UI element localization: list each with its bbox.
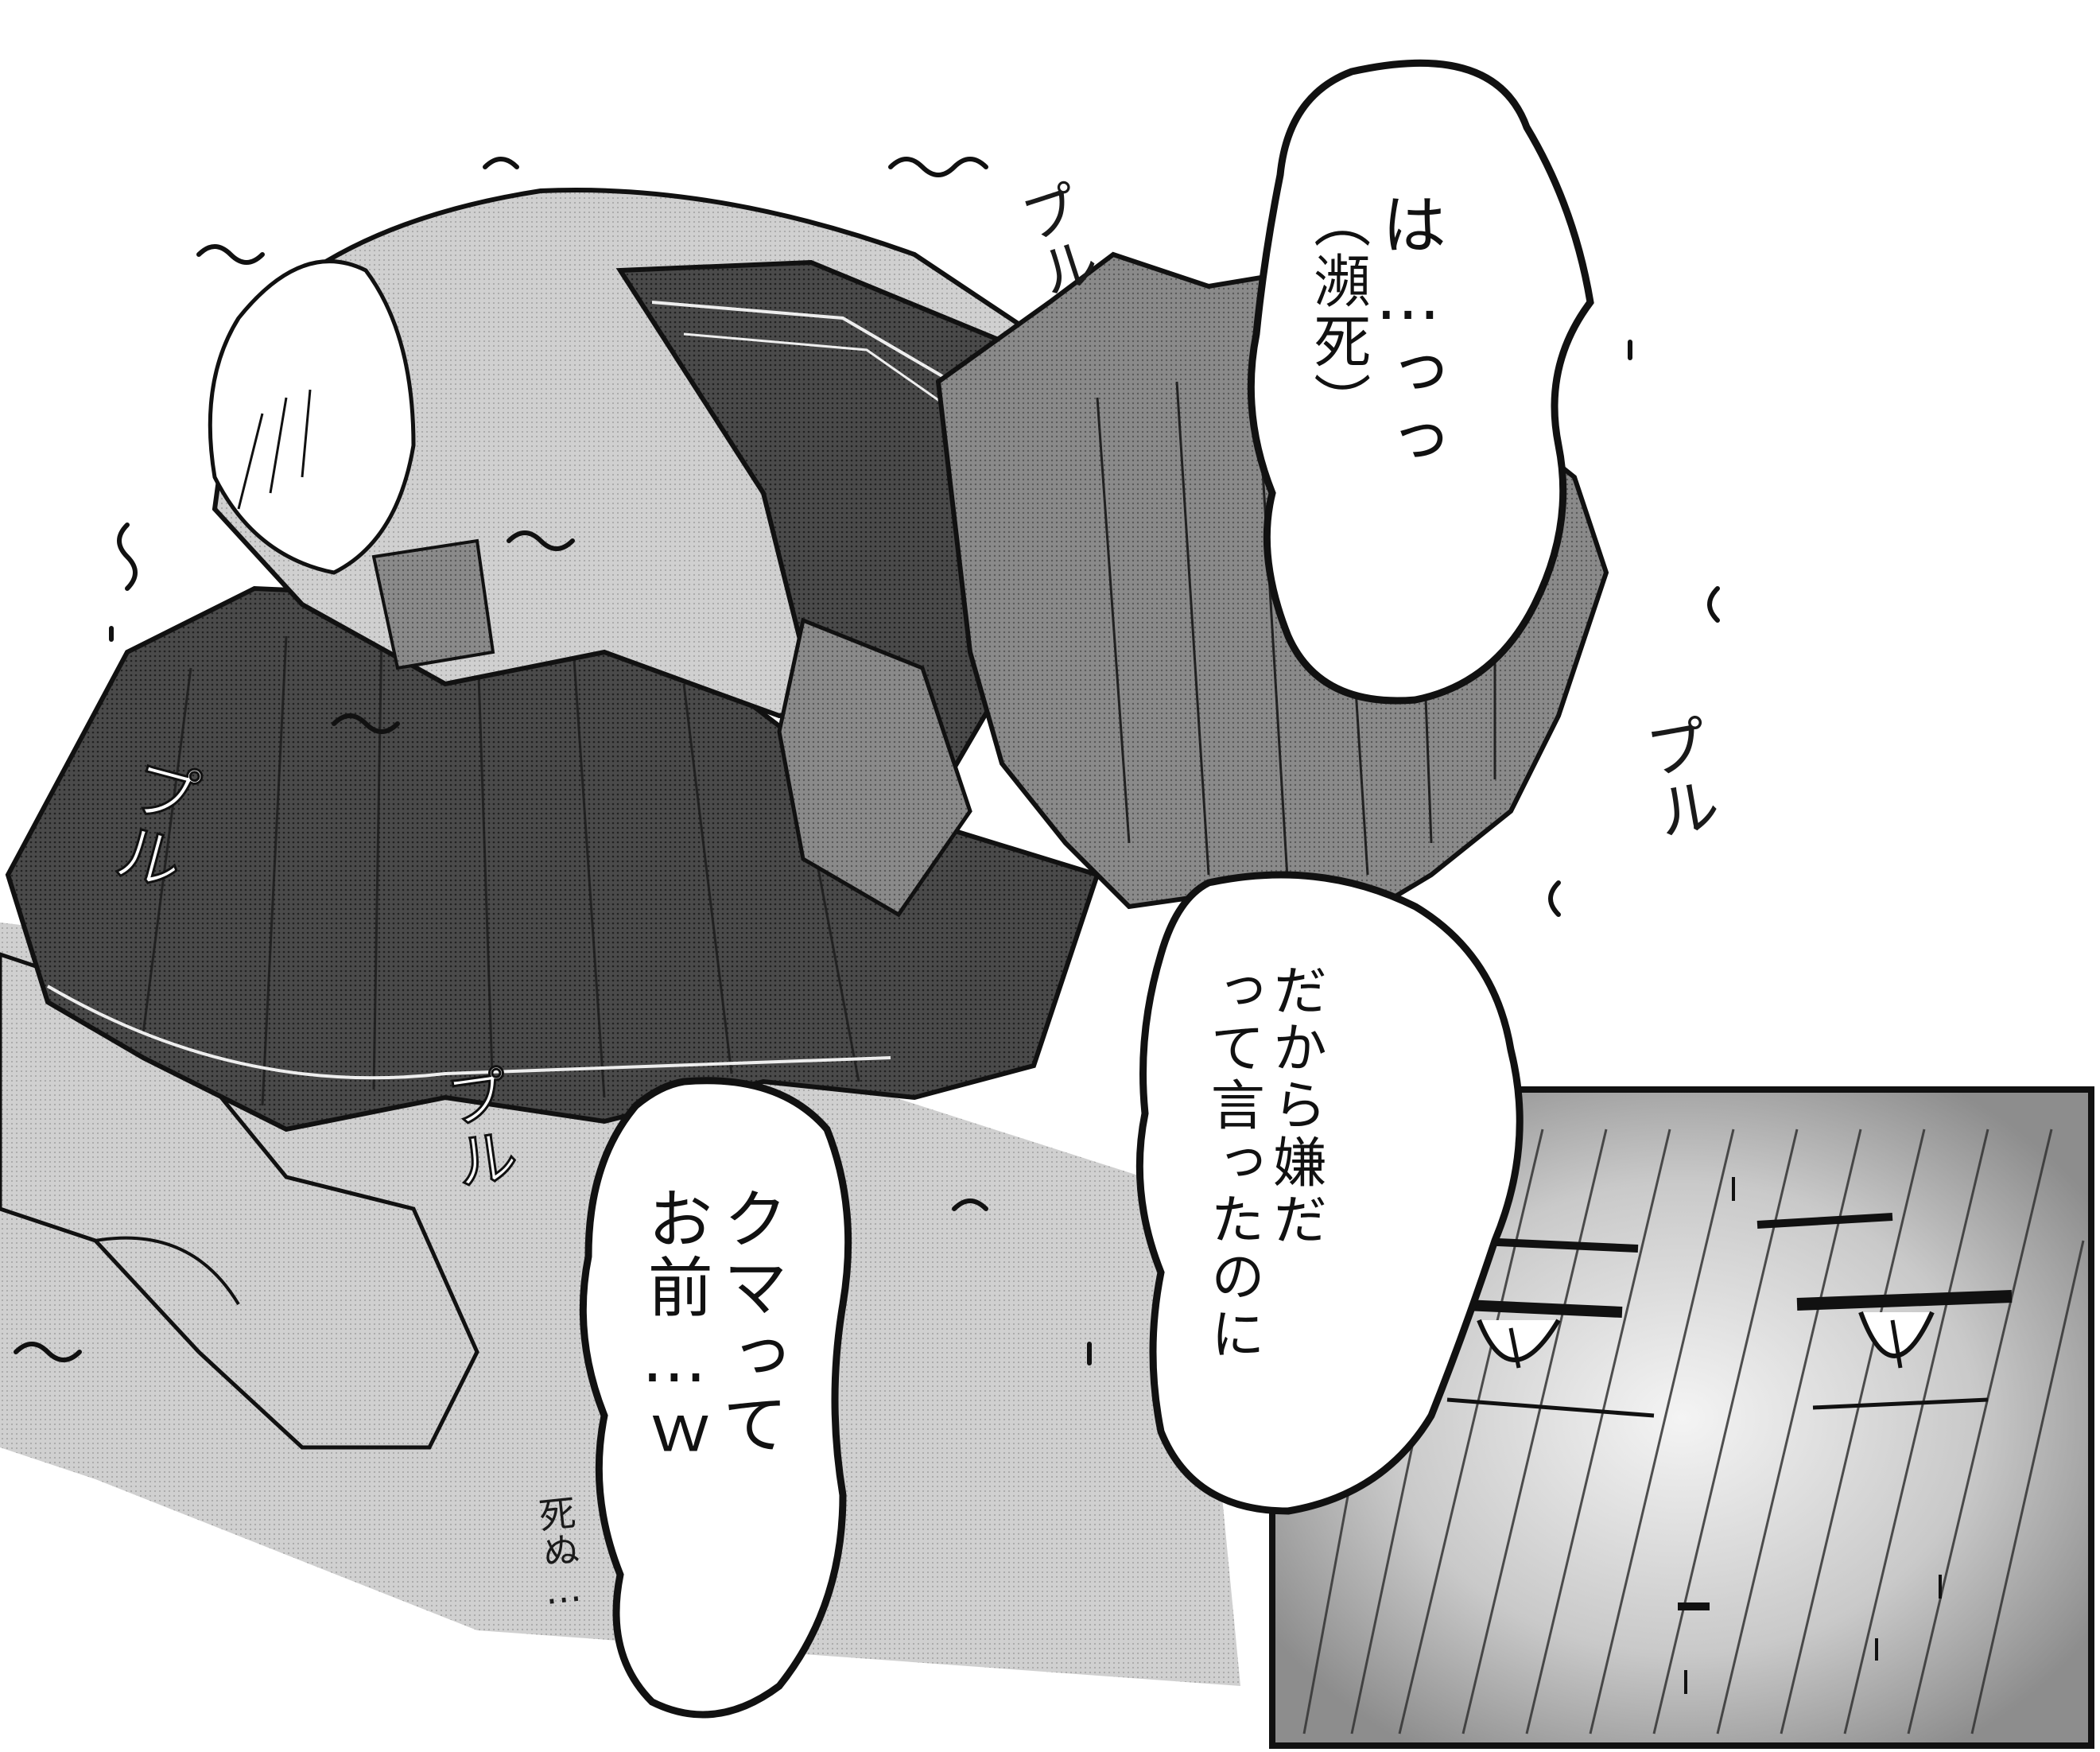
bubble-bottom-left-shape xyxy=(579,1077,852,1719)
bubble-top-right-line-1: は…っっ xyxy=(1370,191,1446,475)
bubble-bottom-left-line-1: クマって xyxy=(711,1185,787,1459)
bubble-middle-shape xyxy=(1135,871,1524,1515)
sfx-whisper: 死ぬ… xyxy=(531,1493,587,1614)
scarf xyxy=(777,617,972,918)
bubble-middle-line-2: って言ったのに xyxy=(1201,962,1264,1363)
tremble-lines xyxy=(14,157,1720,1365)
bubble-top-right: は…っっ （瀕死） xyxy=(1303,191,1446,668)
bubble-bottom-left: クマって お前…ｗ xyxy=(636,1185,786,1614)
arm xyxy=(208,259,416,575)
bubble-top-right-line-2: （瀕死） xyxy=(1303,191,1371,433)
bubble-middle-line-1: だから嫌だ xyxy=(1263,962,1326,1249)
legs xyxy=(0,952,479,1450)
sfx-pulu-4: プル xyxy=(431,1060,522,1195)
bubble-bottom-left-line-2: お前…ｗ xyxy=(636,1185,712,1469)
bubble-top-right-shape xyxy=(1247,59,1594,705)
bubble-middle: だから嫌だ って言ったのに xyxy=(1201,962,1326,1471)
